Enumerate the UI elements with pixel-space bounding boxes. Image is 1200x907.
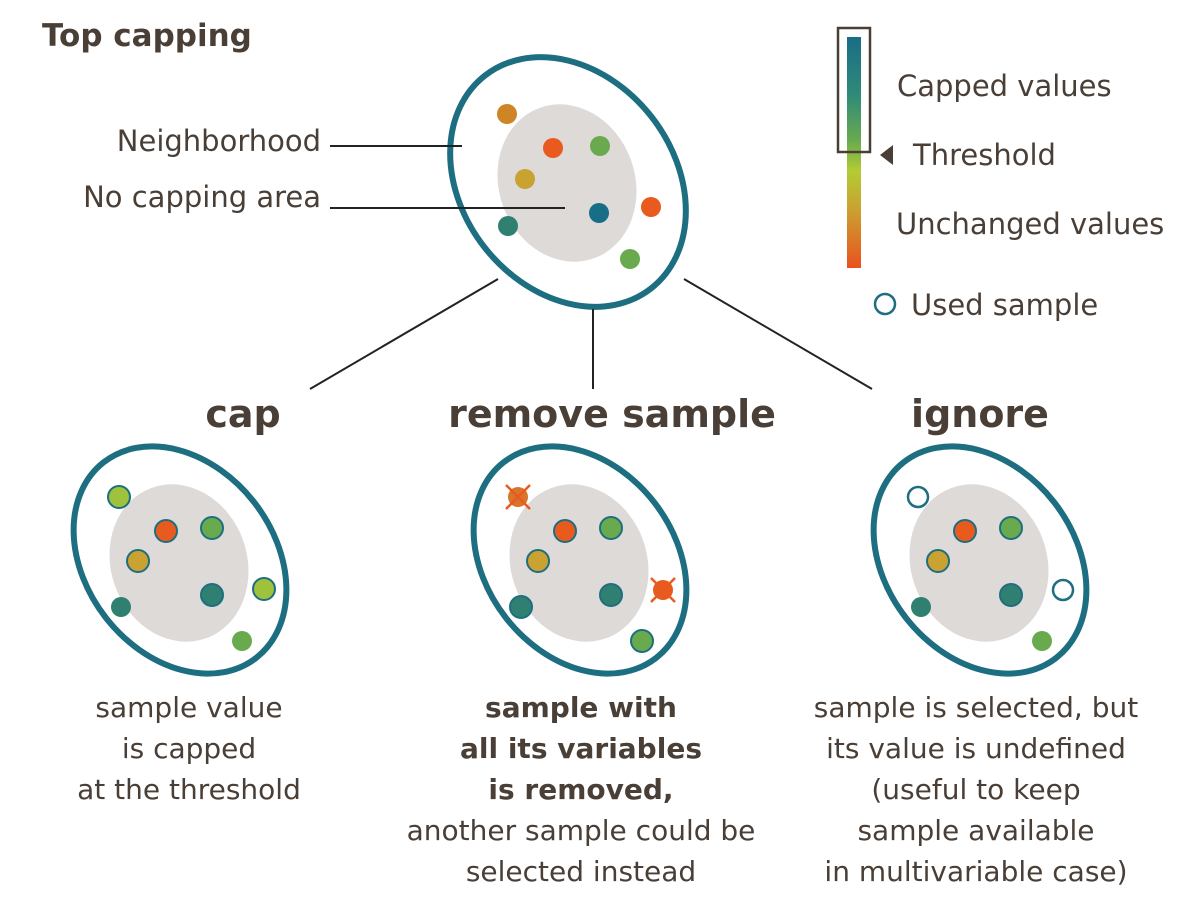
description-line: selected instead (465, 855, 697, 888)
description-line: at the threshold (77, 773, 301, 806)
sample-point (926, 549, 950, 573)
undefined-sample-point (1051, 578, 1075, 602)
sample-point (509, 595, 533, 619)
legend (836, 26, 897, 316)
sample-point (999, 516, 1023, 540)
legend-threshold: Threshold (913, 138, 1056, 172)
sample-point (543, 138, 563, 158)
option-heading-cap: cap (205, 392, 281, 436)
no-capping-area-label: No capping area (83, 180, 321, 214)
sample-point (553, 519, 577, 543)
description-line-bold: is removed, (488, 773, 674, 806)
sample-point (953, 519, 977, 543)
threshold-marker-icon (880, 145, 893, 165)
sample-point (1032, 631, 1052, 651)
description-line: another sample could be (406, 814, 756, 847)
top-neighborhood (447, 54, 689, 310)
sample-point (911, 597, 931, 617)
sample-point (200, 516, 224, 540)
sample-point (641, 197, 661, 217)
cap-description: sample value is capped at the threshold (39, 687, 339, 810)
undefined-sample-point (906, 485, 930, 509)
option-heading-ignore: ignore (911, 392, 1049, 436)
neighborhood-label: Neighborhood (116, 124, 321, 158)
sample-point (252, 577, 276, 601)
cap-neighborhood (70, 443, 290, 677)
sample-point (126, 549, 150, 573)
description-line: sample value (95, 691, 283, 724)
sample-point (232, 631, 252, 651)
sample-point (599, 583, 623, 607)
legend-unchanged-values: Unchanged values (896, 207, 1165, 241)
sample-point (589, 203, 609, 223)
sample-point (599, 516, 623, 540)
sample-point (111, 597, 131, 617)
legend-capped-values: Capped values (897, 69, 1112, 103)
description-line: is capped (121, 732, 257, 765)
sample-point (630, 629, 654, 653)
description-line: its value is undefined (826, 732, 1126, 765)
option-heading-remove-sample: remove sample (448, 392, 776, 436)
description-line-bold: sample with (485, 691, 677, 724)
used-sample-icon (873, 292, 897, 316)
sample-point (590, 136, 610, 156)
removed-cross-icon (650, 577, 676, 603)
description-line: in multivariable case) (824, 855, 1128, 888)
description-line: (useful to keep (871, 773, 1081, 806)
sample-point (107, 485, 131, 509)
description-line: sample is selected, but (813, 691, 1139, 724)
sample-point (999, 583, 1023, 607)
legend-used-sample: Used sample (911, 288, 1099, 322)
sample-point (526, 549, 550, 573)
sample-point (154, 519, 178, 543)
sample-point (620, 249, 640, 269)
sample-point (497, 104, 517, 124)
capped-range-frame (836, 26, 872, 154)
removed-cross-icon (505, 484, 531, 510)
sample-point (200, 583, 224, 607)
sample-point (515, 169, 535, 189)
sample-point (498, 216, 518, 236)
description-line: sample available (857, 814, 1095, 847)
connector-line (309, 278, 499, 390)
connector-line (683, 278, 873, 390)
remove-sample-description: sample with all its variables is removed… (381, 687, 781, 892)
ignore-description: sample is selected, but its value is und… (776, 687, 1176, 892)
remove-sample-neighborhood (470, 443, 690, 677)
description-line-bold: all its variables (460, 732, 702, 765)
ignore-neighborhood (870, 443, 1090, 677)
page-title: Top capping (42, 18, 252, 54)
